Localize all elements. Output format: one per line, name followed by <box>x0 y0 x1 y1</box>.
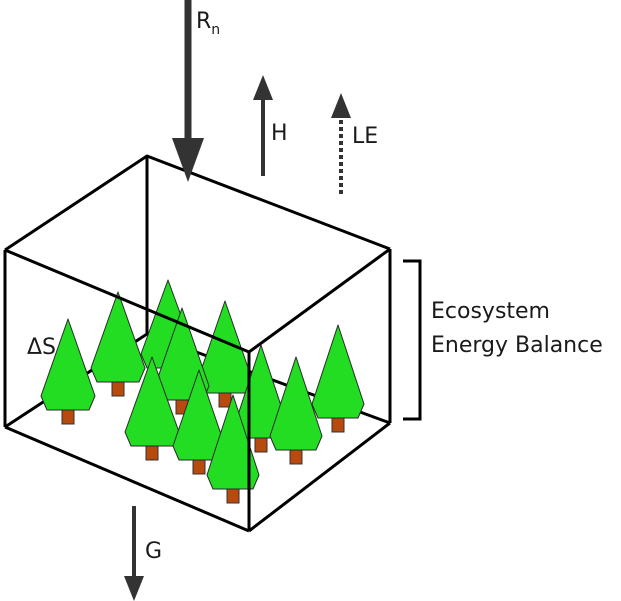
conifer-tree-icon <box>172 369 226 475</box>
conifer-tree-icon <box>269 356 323 465</box>
rn-arrow <box>172 0 204 182</box>
tree-crown <box>154 307 210 401</box>
conifer-tree-icon <box>206 394 260 504</box>
rn-label: Rn <box>196 9 220 38</box>
tree-crown <box>40 318 96 411</box>
delta-s-label: ΔS <box>27 335 56 360</box>
ecosystem-label-line2: Energy Balance <box>431 333 603 358</box>
tree-group <box>40 279 365 504</box>
box-front-edges <box>3 247 392 533</box>
h-arrow <box>253 75 273 176</box>
conifer-tree-icon <box>90 291 146 397</box>
le-label: LE <box>352 124 378 149</box>
conifer-tree-icon <box>311 324 365 433</box>
ecosystem-label-line1: Ecosystem <box>431 299 550 324</box>
le-arrow <box>331 93 351 194</box>
tree-crown <box>311 324 365 419</box>
arrow-down-icon <box>172 138 204 182</box>
dashed-arrow-up-icon <box>331 93 351 118</box>
tree-crown <box>124 356 180 447</box>
conifer-tree-icon <box>124 356 180 461</box>
ecosystem-bracket <box>403 259 422 421</box>
h-label: H <box>271 121 288 146</box>
tree-crown <box>90 291 146 383</box>
arrow-down-icon <box>124 576 144 601</box>
tree-crown <box>206 394 260 490</box>
arrow-up-icon <box>253 75 273 100</box>
conifer-tree-icon <box>40 318 96 425</box>
g-arrow <box>124 506 144 601</box>
g-label: G <box>145 539 162 564</box>
tree-crown <box>269 356 323 451</box>
